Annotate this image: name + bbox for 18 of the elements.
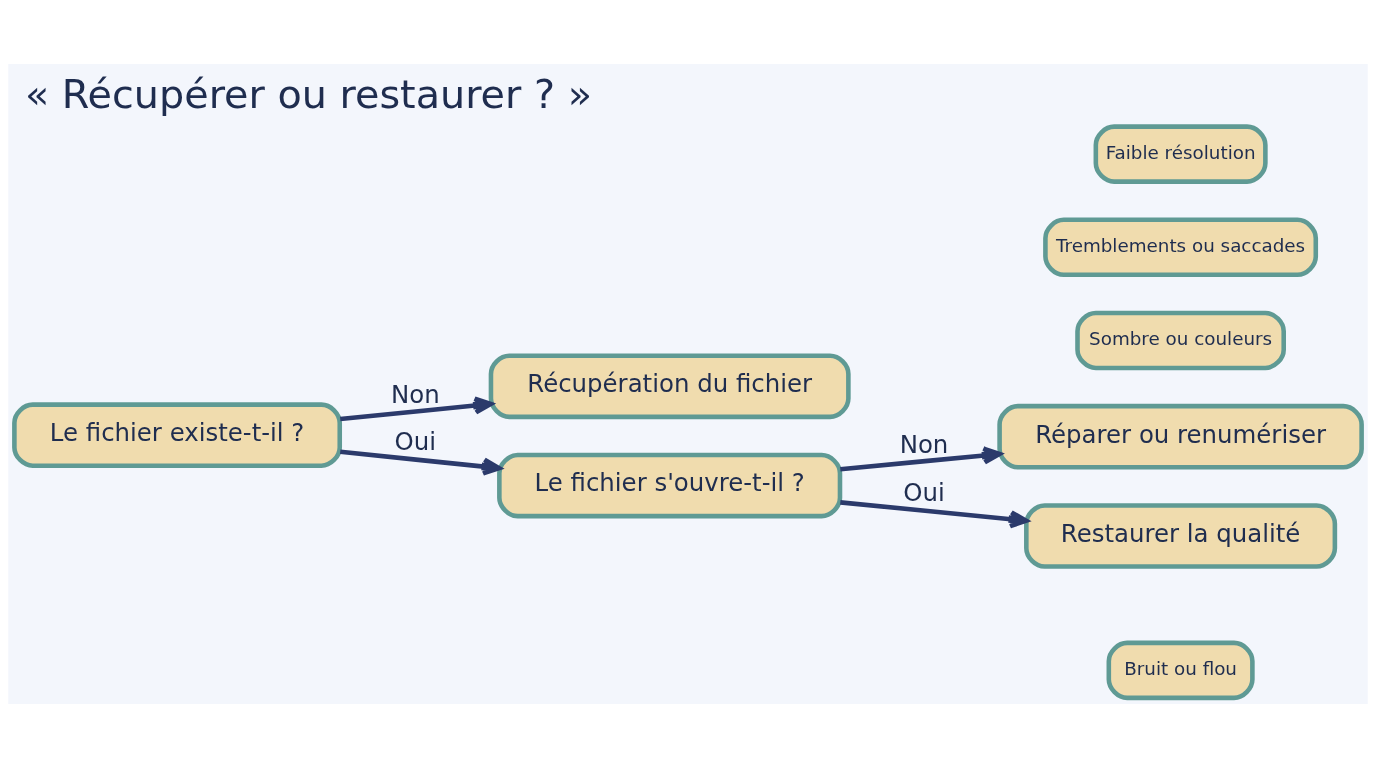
node-box: Faible résolution [1093,124,1268,184]
arrow [340,449,502,476]
node-box: Restaurer la qualité [1024,503,1338,569]
node-box: Récupération du fichier [488,353,851,420]
edge-label: Oui [394,427,437,457]
node-box: Bruit ou flou [1106,640,1255,701]
node-box: Le fichier s'ouvre-t-il ? [497,452,843,519]
arrow [340,396,493,422]
node-box: Réparer ou renumériser [997,403,1364,470]
edge-label: Non [391,379,440,409]
arrow [840,446,1002,472]
diagram-title: « Récupérer ou restaurer ? » [24,70,592,117]
edge-label: Oui [903,477,945,507]
node-box: Tremblements ou saccades [1043,217,1319,278]
arrow [840,500,1029,529]
edge-label: Non [899,430,949,460]
node-box: Sombre ou couleurs [1075,310,1286,371]
node-box: Le fichier existe-t-il ? [12,402,343,468]
